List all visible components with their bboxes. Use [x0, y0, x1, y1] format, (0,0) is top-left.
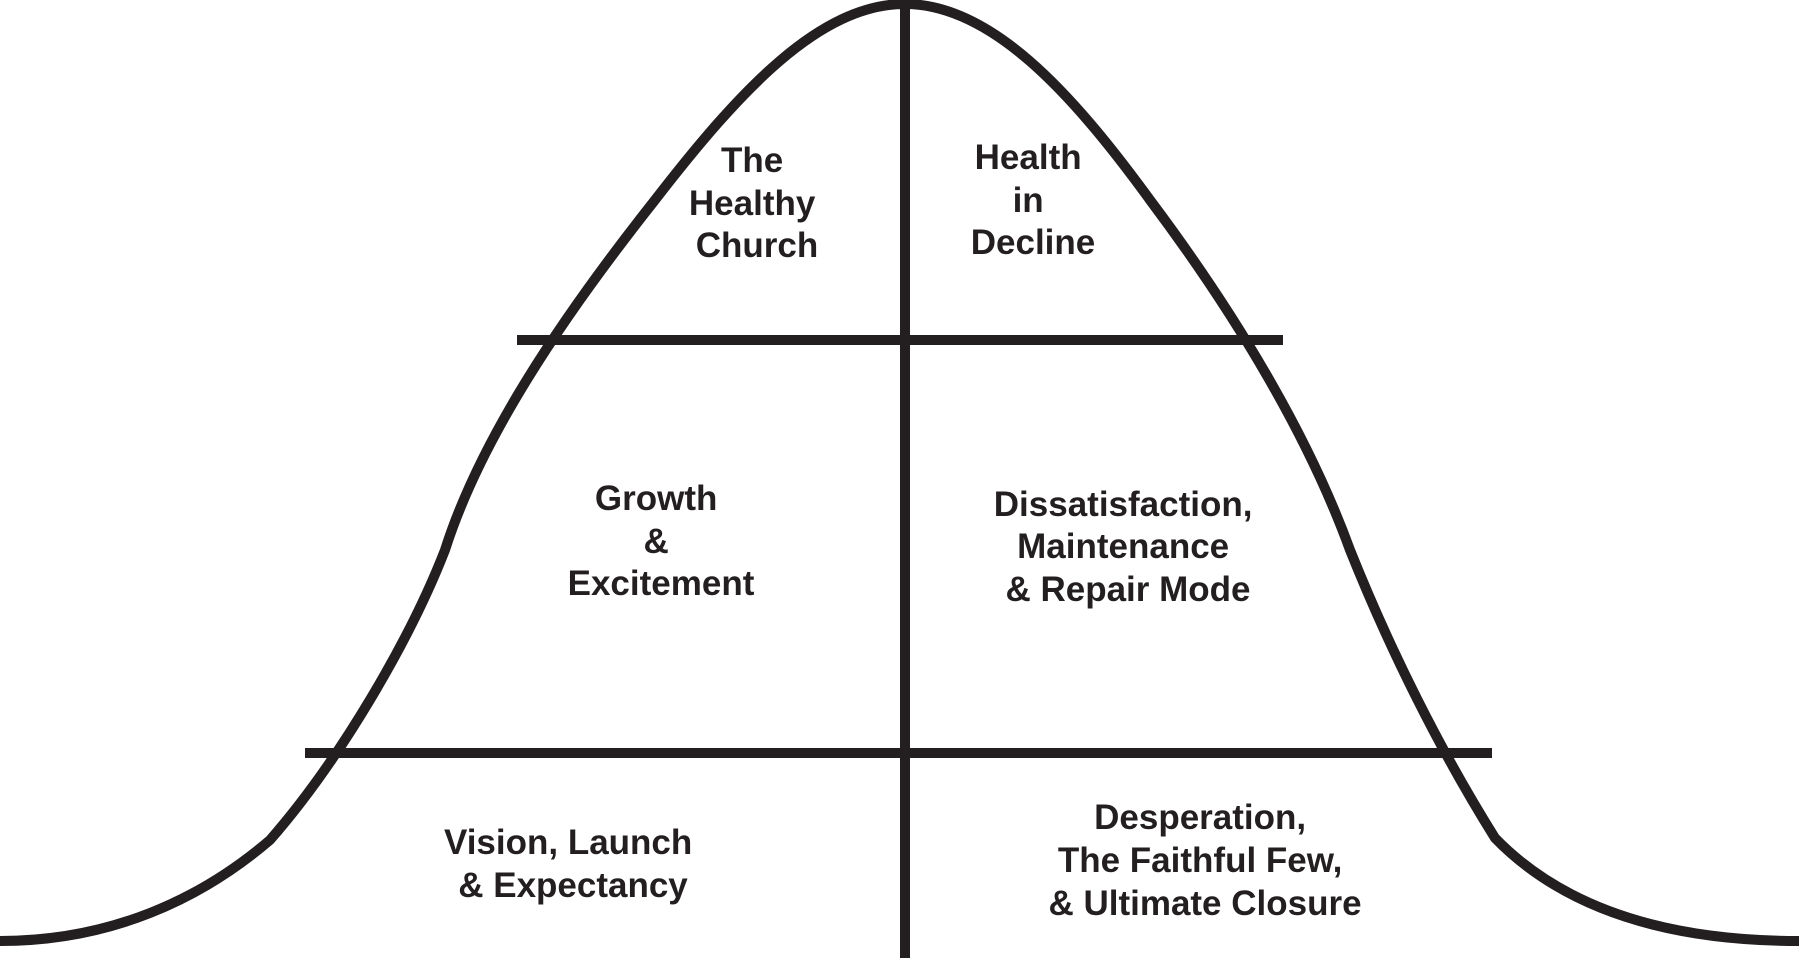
stage-healthy-church: The Healthy Church [689, 141, 825, 265]
stage-growth-excitement: Growth & Excitement [568, 479, 755, 603]
stage-vision-launch: Vision, Launch & Expectancy [444, 823, 702, 905]
stage-desperation-closure: Desperation, The Faithful Few, & Ultimat… [1048, 798, 1361, 923]
stage-dissatisfaction-maintenance: Dissatisfaction, Maintenance & Repair Mo… [994, 485, 1262, 609]
stage-health-in-decline: Health in Decline [971, 138, 1096, 262]
